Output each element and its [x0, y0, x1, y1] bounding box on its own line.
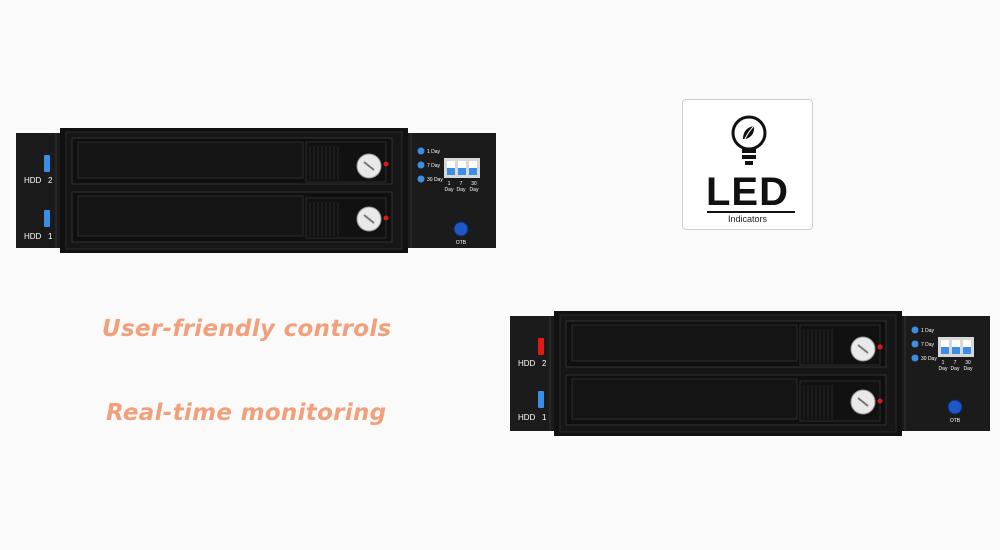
otb-label: OTB [456, 240, 467, 246]
tray-activity-led [877, 398, 883, 404]
hdd2-number: 2 [542, 359, 547, 368]
switch-label: Day [939, 366, 948, 372]
hdd1-status-led [538, 391, 544, 408]
hdd1-label: HDD [518, 413, 536, 422]
switch-label: 1 [942, 360, 945, 366]
feature-real-time: Real-time monitoring [106, 400, 387, 426]
hdd2-label: HDD [24, 176, 42, 185]
hdd2-status-led [44, 155, 50, 172]
switch-label: Day [964, 366, 973, 372]
indicator-label: 7 Day [427, 163, 441, 169]
indicator-label: 30 Day [427, 177, 443, 183]
switch-label: Day [470, 187, 479, 193]
indicator-led [417, 147, 425, 155]
indicator-led [911, 326, 919, 334]
hdd2-status-led [538, 338, 544, 355]
badge-rule [707, 211, 795, 213]
switch-label: 7 [954, 360, 957, 366]
indicator-led [417, 161, 425, 169]
indicator-label: 1 Day [921, 328, 935, 334]
switch-label: Day [951, 366, 960, 372]
feature-user-friendly: User-friendly controls [102, 316, 392, 342]
dip-switch[interactable] [938, 337, 974, 357]
hdd1-label: HDD [24, 232, 42, 241]
indicator-led [911, 354, 919, 362]
switch-label: 30 [471, 181, 477, 187]
hdd1-number: 1 [542, 413, 547, 422]
otb-button[interactable] [453, 221, 469, 237]
hdd1-number: 1 [48, 232, 53, 241]
switch-label: Day [457, 187, 466, 193]
otb-label: OTB [950, 418, 961, 424]
drive-enclosure-2: HDD 2 HDD 1 1 Day 7 Day 30 Day 1 7 30 Da… [510, 311, 990, 436]
led-bulb-icon [731, 115, 767, 165]
hdd2-number: 2 [48, 176, 53, 185]
indicator-label: 30 Day [921, 356, 937, 362]
indicator-led [911, 340, 919, 348]
indicator-label: 1 Day [427, 149, 441, 155]
switch-label: 1 [448, 181, 451, 187]
otb-button[interactable] [947, 399, 963, 415]
badge-subtitle: Indicators [727, 214, 768, 224]
hdd2-label: HDD [518, 359, 536, 368]
badge-title: LED [706, 170, 789, 214]
led-indicators-badge: LED Indicators [682, 99, 813, 230]
tray-activity-led [877, 344, 883, 350]
tray-activity-led [383, 215, 389, 221]
switch-label: 30 [965, 360, 971, 366]
switch-label: Day [445, 187, 454, 193]
tray-activity-led [383, 161, 389, 167]
switch-label: 7 [460, 181, 463, 187]
hdd1-status-led [44, 210, 50, 227]
tray-handle-grip [309, 146, 339, 180]
dip-switch[interactable] [444, 158, 480, 178]
indicator-led [417, 175, 425, 183]
indicator-label: 7 Day [921, 342, 935, 348]
drive-enclosure-1: HDD 2 HDD 1 1 Day 7 Day 30 Day 1 7 30 Da… [16, 128, 496, 253]
